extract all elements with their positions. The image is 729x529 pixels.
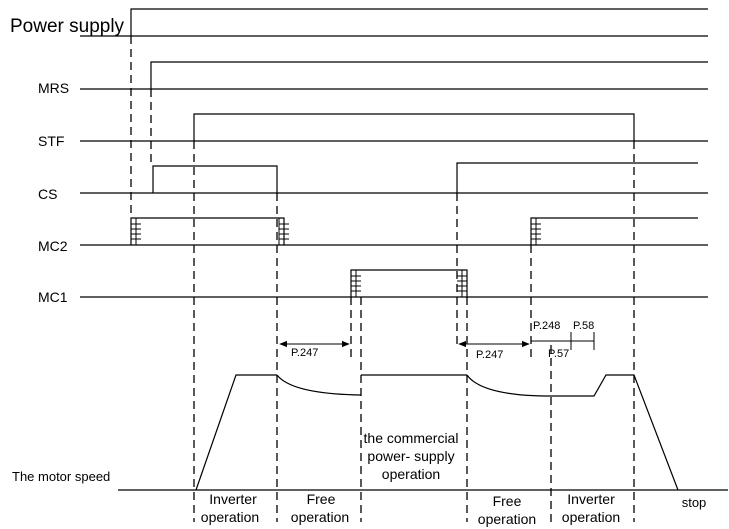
p248-label: P.248 (533, 320, 560, 332)
p247-second-label: P.247 (476, 349, 503, 361)
mc1-chatter-start (351, 270, 361, 297)
p248-p57-markers (531, 332, 595, 350)
mc2-chatter-stop (278, 218, 289, 245)
mc1-chatter-stop (457, 270, 467, 297)
stop-label: stop (682, 495, 707, 510)
power-supply-label: Power supply (10, 16, 125, 37)
cs-label: CS (38, 186, 57, 202)
p247-first-label: P.247 (291, 347, 318, 359)
inverter-operation-1-line1: Inverter (209, 491, 257, 507)
mc2-waveform (80, 217, 708, 246)
free-operation-1-line2: operation (291, 509, 349, 525)
mc1-label: MC1 (38, 289, 68, 305)
free-operation-2-line2: operation (478, 511, 536, 527)
mc2-label: MC2 (38, 238, 68, 254)
free-operation-2-line1: Free (493, 493, 522, 509)
commercial-line3: operation (382, 466, 440, 482)
inverter-operation-2-line1: Inverter (567, 491, 615, 507)
inverter-operation-2-line2: operation (562, 509, 620, 525)
stf-waveform (80, 113, 708, 142)
mc1-waveform (80, 269, 708, 298)
stf-label: STF (38, 133, 64, 149)
mrs-label: MRS (38, 80, 69, 96)
power-supply-waveform (80, 8, 708, 37)
cs-waveform (80, 162, 708, 194)
mc2-chatter-restart (531, 218, 541, 245)
free-operation-1-line1: Free (307, 491, 336, 507)
p57-label: P.57 (548, 348, 569, 360)
mrs-waveform (80, 61, 708, 90)
inverter-operation-1-line2: operation (201, 509, 259, 525)
commercial-line1: the commercial (364, 430, 459, 446)
mc2-chatter-start (131, 218, 141, 245)
motor-speed-label: The motor speed (12, 469, 110, 484)
motor-speed-curve (118, 374, 728, 491)
commercial-line2: power- supply (367, 448, 454, 464)
p58-label: P.58 (573, 320, 594, 332)
